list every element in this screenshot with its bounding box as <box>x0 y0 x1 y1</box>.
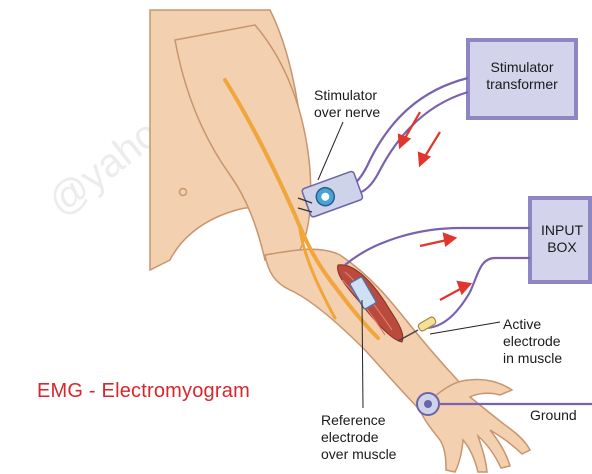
stimulator-transformer-label: Stimulator transformer <box>474 59 570 93</box>
ground-label: Ground <box>530 407 577 424</box>
input-wire-upper <box>345 228 530 265</box>
arrow-down-1 <box>399 112 420 147</box>
active-electrode-handle <box>417 316 437 332</box>
diagram-title: EMG - Electromyogram <box>37 380 250 403</box>
active-electrode-label: Active electrode in muscle <box>503 316 562 367</box>
reference-electrode-label: Reference electrode over muscle <box>321 412 396 463</box>
arrow-down-2 <box>419 132 440 165</box>
stimulator-over-nerve-label: Stimulator over nerve <box>314 87 380 121</box>
forearm <box>265 249 462 410</box>
stimulator-leader-line <box>318 122 343 180</box>
ground-electrode-inner <box>424 400 432 408</box>
arrow-right-upper <box>420 234 455 246</box>
input-box-label: INPUT BOX <box>533 222 591 256</box>
